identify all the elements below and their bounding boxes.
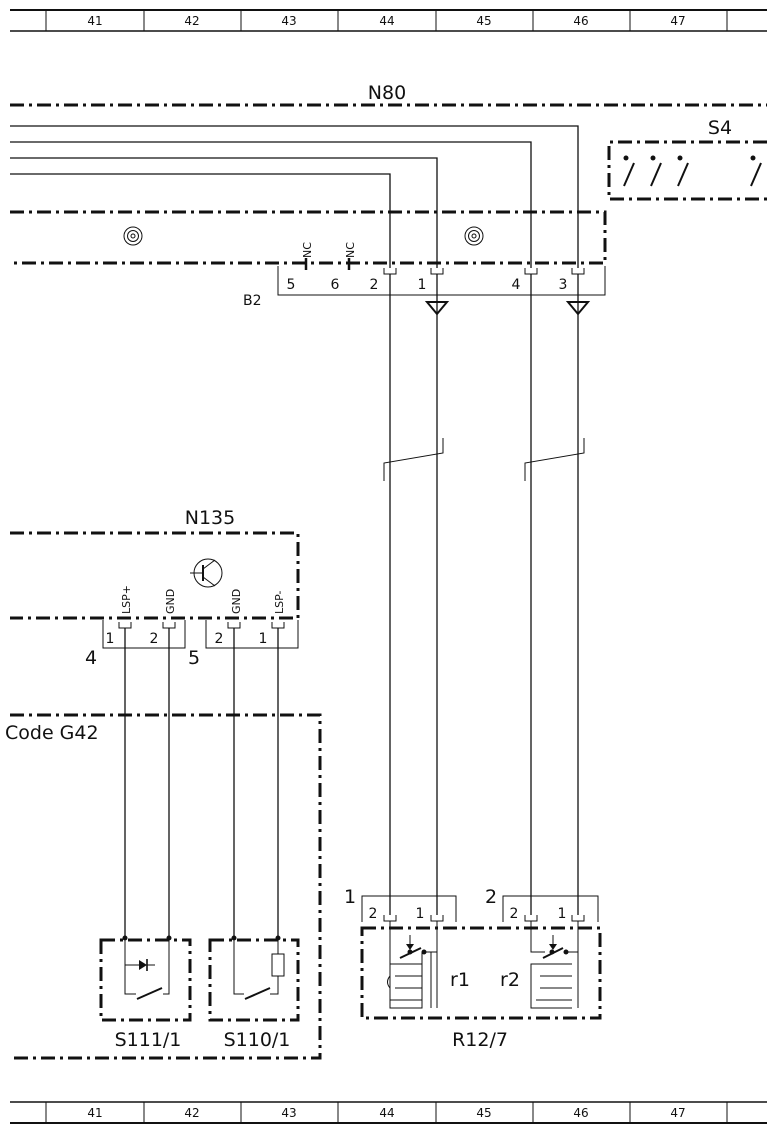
grid-col-45: 45 bbox=[476, 1106, 491, 1120]
transistor-icon bbox=[190, 558, 223, 588]
b2-pin: 6 bbox=[331, 277, 340, 293]
r12-pin: 2 bbox=[369, 906, 378, 922]
n135-connector: 5 bbox=[188, 647, 200, 669]
n135-pin: 1 bbox=[106, 631, 115, 647]
n80-module: N80 NC NC bbox=[10, 82, 767, 270]
s111-switch: S111/1 bbox=[99, 935, 192, 1051]
spiral-icon bbox=[123, 226, 143, 246]
r12-connector: 1 bbox=[344, 886, 356, 908]
n135-pin: 2 bbox=[215, 631, 224, 647]
switch-icon bbox=[650, 155, 662, 187]
pin-name: LSP+ bbox=[120, 585, 133, 614]
grid-col-47: 47 bbox=[670, 1106, 685, 1120]
twisted-pair-marker bbox=[524, 438, 585, 481]
nc-label: NC bbox=[344, 242, 357, 258]
top-grid-bar: 41 42 43 44 45 46 47 bbox=[10, 9, 767, 32]
heater-r1-label: r1 bbox=[450, 969, 470, 991]
heater-r2-label: r2 bbox=[500, 969, 520, 991]
bottom-grid-bar: 41 42 43 44 45 46 47 bbox=[10, 1101, 767, 1124]
heater-element-icon bbox=[387, 921, 438, 1009]
s110-label: S110/1 bbox=[224, 1029, 291, 1051]
pin-name: LSP- bbox=[273, 590, 286, 614]
b2-connector: B2 5 6 2 1 4 3 bbox=[243, 266, 606, 309]
r12-wires bbox=[383, 274, 585, 915]
grid-col-46: 46 bbox=[573, 1106, 588, 1120]
pin-name: GND bbox=[164, 589, 177, 614]
b2-pin: 4 bbox=[512, 277, 521, 293]
twisted-pair-marker bbox=[383, 438, 444, 481]
code-g42-boundary bbox=[10, 713, 322, 1060]
grid-col-42: 42 bbox=[184, 1106, 199, 1120]
n135-pin: 2 bbox=[150, 631, 159, 647]
n80-label: N80 bbox=[368, 82, 406, 104]
s111-label: S111/1 bbox=[115, 1029, 182, 1051]
nc-label: NC bbox=[301, 242, 314, 258]
code-g42-label: Code G42 bbox=[5, 722, 99, 744]
grid-col-41: 41 bbox=[87, 14, 102, 28]
n135-label: N135 bbox=[185, 507, 235, 529]
s110-switch: S110/1 bbox=[208, 935, 300, 1051]
b2-pin: 5 bbox=[287, 277, 296, 293]
b2-pin: 2 bbox=[370, 277, 379, 293]
grid-col-46: 46 bbox=[573, 14, 588, 28]
switch-icon bbox=[750, 155, 762, 187]
s4-boundary bbox=[607, 140, 767, 201]
n135-pin: 1 bbox=[259, 631, 268, 647]
grid-col-41: 41 bbox=[87, 1106, 102, 1120]
b2-pin: 1 bbox=[418, 277, 427, 293]
grid-col-47: 47 bbox=[670, 14, 685, 28]
grid-col-44: 44 bbox=[379, 1106, 394, 1120]
r12-pin: 1 bbox=[416, 906, 425, 922]
code-g42-area: Code G42 bbox=[5, 713, 322, 1060]
grid-col-43: 43 bbox=[281, 1106, 296, 1120]
grid-col-45: 45 bbox=[476, 14, 491, 28]
n135-connector: 4 bbox=[85, 647, 97, 669]
b2-label: B2 bbox=[243, 293, 262, 309]
n135-module: N135 LSP+ GND GND LSP- 4 5 1 2 2 1 bbox=[10, 507, 300, 669]
grid-col-44: 44 bbox=[379, 14, 394, 28]
switch-icon bbox=[677, 155, 689, 187]
spiral-icon bbox=[464, 226, 484, 246]
switch-icon bbox=[623, 155, 635, 187]
pin-name: GND bbox=[230, 589, 243, 614]
heater-element-icon bbox=[530, 921, 579, 1009]
r12-connector: 2 bbox=[485, 886, 497, 908]
r12-label: R12/7 bbox=[452, 1029, 508, 1051]
r12-pin: 2 bbox=[510, 906, 519, 922]
r12-pin: 1 bbox=[558, 906, 567, 922]
b2-pin: 3 bbox=[559, 277, 568, 293]
r12-heater-block: 1 2 2 1 2 1 r1 bbox=[344, 886, 602, 1051]
grid-col-42: 42 bbox=[184, 14, 199, 28]
n80-inner-box bbox=[10, 210, 607, 265]
n80-wires bbox=[10, 125, 579, 268]
grid-col-43: 43 bbox=[281, 14, 296, 28]
s4-switch-block: S4 bbox=[607, 117, 767, 201]
s4-label: S4 bbox=[708, 117, 732, 139]
n135-wires bbox=[124, 628, 279, 938]
n135-boundary bbox=[10, 531, 300, 620]
